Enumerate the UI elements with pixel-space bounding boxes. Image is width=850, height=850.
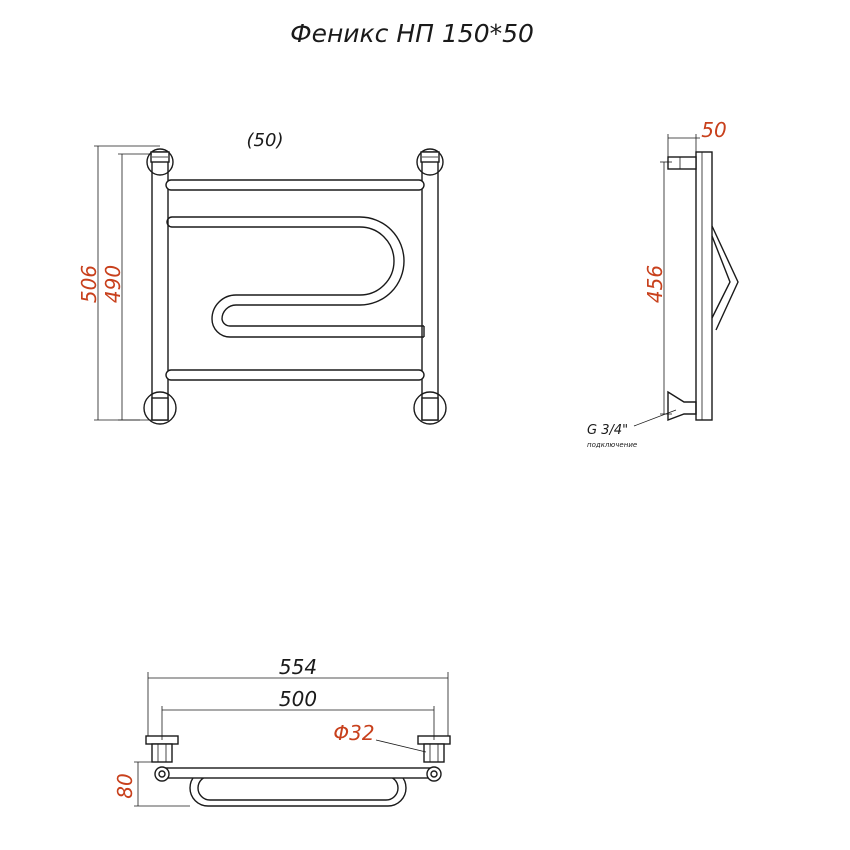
side-dim-depth: 50 [701,118,726,142]
top-right-mount [416,148,444,176]
bottom-right-mount [413,391,447,425]
left-valve-body [151,743,173,763]
side-riser [695,151,713,421]
right-valve-nut [426,766,442,782]
side-top-bracket [667,156,697,170]
dim-overall-height: 506 [77,265,101,303]
top-view: 554 500 Φ32 80 [113,655,451,807]
right-valve-body [423,743,445,763]
top-coil-inner [197,775,399,801]
bottom-crossbar [165,369,425,381]
dim-height: 490 [101,265,125,303]
side-coil [711,225,739,331]
left-riser [151,151,169,421]
front-view: 506 490 (50) [77,130,447,425]
left-valve-nut [154,766,170,782]
top-dim-depth: 80 [113,773,137,798]
top-dim-centers: 500 [279,687,317,711]
side-dim-height: 456 [643,265,667,303]
right-riser [421,151,439,421]
serpentine-coil-inner [172,226,424,338]
drawing-title: Феникс НП 150*50 [290,19,534,48]
right-riser-bottom [421,397,439,421]
bottom-left-mount [143,391,177,425]
top-left-mount [146,148,174,176]
connection-note: подключение [587,441,637,449]
offset-label: (50) [247,130,284,151]
top-main-bar [159,767,433,779]
connection-thread: G 3/4" [587,423,628,438]
top-dim-pipe-diameter: Φ32 [333,721,374,745]
top-dim-overall-width: 554 [279,655,317,679]
side-view: 50 456 G 3/4" подключение [587,118,739,449]
serpentine-coil-outer [172,216,424,327]
left-riser-bottom [151,397,169,421]
side-bottom-fitting [667,390,697,422]
top-crossbar [165,179,425,191]
